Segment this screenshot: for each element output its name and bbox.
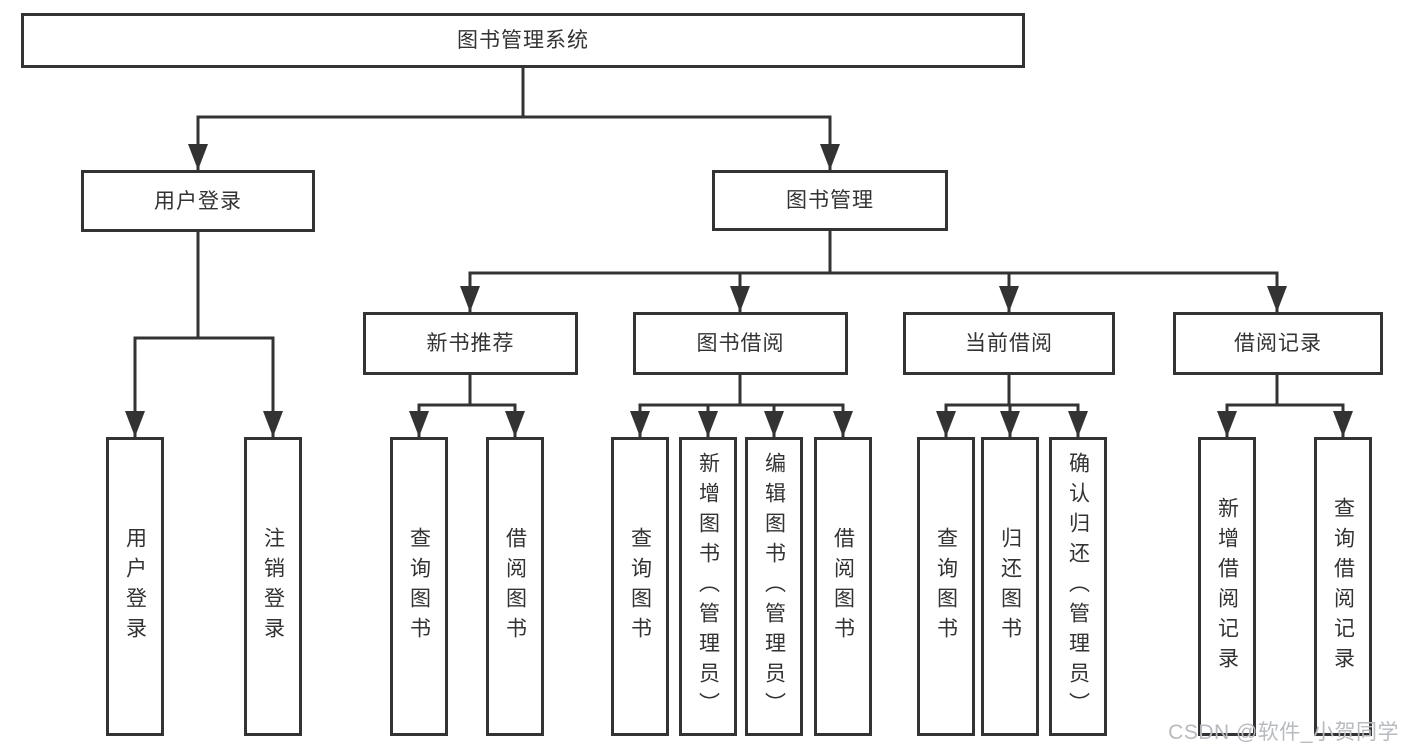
leaf-label: 确认归还（管理员）: [1066, 451, 1090, 722]
leaf-borrow-books-recommend: 借阅图书: [486, 437, 544, 736]
node-borrowing-records: 借阅记录: [1173, 312, 1383, 375]
leaf-label: 借阅图书: [831, 526, 855, 647]
leaf-query-books-recommend: 查询图书: [390, 437, 448, 736]
node-book-borrowing: 图书借阅: [633, 312, 848, 375]
leaf-borrow-books: 借阅图书: [814, 437, 872, 736]
node-new-book-recommendation: 新书推荐: [363, 312, 578, 375]
leaf-label: 注销登录: [261, 526, 285, 647]
leaf-add-books-admin: 新增图书（管理员）: [679, 437, 737, 736]
leaf-confirm-return-admin: 确认归还（管理员）: [1049, 437, 1107, 736]
leaf-label: 归还图书: [998, 526, 1022, 647]
node-label: 用户登录: [154, 189, 242, 213]
node-current-borrowing: 当前借阅: [903, 312, 1115, 375]
node-library-management-system: 图书管理系统: [21, 13, 1025, 68]
leaf-label: 查询图书: [407, 526, 431, 647]
leaf-label: 新增图书（管理员）: [696, 451, 720, 722]
leaf-label: 编辑图书（管理员）: [762, 451, 786, 722]
node-label: 新书推荐: [426, 332, 515, 355]
leaf-edit-books-admin: 编辑图书（管理员）: [745, 437, 803, 736]
leaf-query-books-current: 查询图书: [917, 437, 975, 736]
leaf-label: 查询图书: [934, 526, 958, 647]
leaf-label: 借阅图书: [503, 526, 527, 647]
leaf-label: 查询借阅记录: [1331, 496, 1355, 677]
node-label: 当前借阅: [965, 332, 1053, 355]
leaf-user-login: 用户登录: [106, 437, 164, 736]
leaf-label: 新增借阅记录: [1215, 496, 1239, 677]
leaf-query-borrow-record: 查询借阅记录: [1314, 437, 1372, 736]
node-label: 图书管理: [786, 189, 874, 212]
leaf-label: 查询图书: [628, 526, 652, 647]
leaf-label: 用户登录: [123, 526, 147, 647]
node-label: 图书借阅: [696, 332, 785, 355]
leaf-query-books-borrow: 查询图书: [611, 437, 669, 736]
watermark: CSDN @软件_小贺同学: [1168, 721, 1399, 744]
leaf-add-borrow-record: 新增借阅记录: [1198, 437, 1256, 736]
node-book-management: 图书管理: [712, 170, 948, 231]
node-user-login: 用户登录: [81, 170, 315, 232]
leaf-logout: 注销登录: [244, 437, 302, 736]
leaf-return-books: 归还图书: [981, 437, 1039, 736]
node-label: 图书管理系统: [457, 29, 589, 52]
node-label: 借阅记录: [1234, 332, 1322, 355]
